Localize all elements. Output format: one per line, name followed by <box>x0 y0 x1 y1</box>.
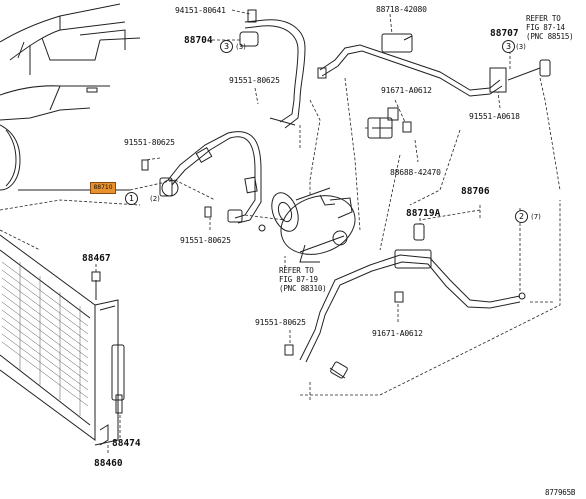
compressor-icon <box>271 187 356 263</box>
suction-pipe-88706-icon <box>284 223 526 379</box>
highlight-callout-88710[interactable]: 88710 <box>90 182 116 194</box>
paren-3-marker: (3) <box>236 43 246 51</box>
valve-88688-icon <box>367 107 412 139</box>
circle-1-marker: 1 <box>125 192 138 205</box>
paren-3b-marker: (3) <box>516 43 526 51</box>
refer-note-2-line1: REFER TO <box>279 266 314 275</box>
pipe-88707-icon <box>317 33 551 97</box>
label-88706[interactable]: 88706 <box>461 186 490 197</box>
discharge-hose-icon <box>141 131 266 232</box>
label-88688-42470[interactable]: 88688-42470 <box>390 168 441 177</box>
label-91551-a0618[interactable]: 91551-A0618 <box>469 112 520 121</box>
label-88460[interactable]: 88460 <box>94 458 123 469</box>
label-88707[interactable]: 88707 <box>490 28 519 39</box>
label-91551-80625-mid[interactable]: 91551-80625 <box>180 236 231 245</box>
refer-note-1-line1: REFER TO <box>526 14 561 23</box>
label-88704[interactable]: 88704 <box>184 35 213 46</box>
label-91551-80625-top[interactable]: 91551-80625 <box>229 76 280 85</box>
label-88474[interactable]: 88474 <box>112 438 141 449</box>
refer-note-1-line2: FIG 87-14 <box>526 23 565 32</box>
hose-88704-icon <box>220 9 306 129</box>
label-91551-80625-bottom[interactable]: 91551-80625 <box>255 318 306 327</box>
refer-note-2-line2: FIG 87-19 <box>279 275 318 284</box>
circle-3-marker: 3 <box>220 40 233 53</box>
car-silhouette-icon <box>0 3 141 191</box>
label-88719a[interactable]: 88719A <box>406 208 441 219</box>
paren-2-marker: (2) <box>150 195 160 203</box>
circle-2-marker: 2 <box>515 210 528 223</box>
circle-3b-marker: 3 <box>502 40 515 53</box>
label-91671-a0612-top[interactable]: 91671-A0612 <box>381 86 432 95</box>
label-91671-a0612-bottom[interactable]: 91671-A0612 <box>372 329 423 338</box>
label-88467[interactable]: 88467 <box>82 253 111 264</box>
paren-7-marker: (7) <box>531 213 541 221</box>
label-88718-42080[interactable]: 88718-42080 <box>376 5 427 14</box>
diagram-code: 877965B <box>545 488 576 497</box>
label-91551-80625-left[interactable]: 91551-80625 <box>124 138 175 147</box>
refer-note-1-line3: (PNC 88515) <box>526 32 574 41</box>
condenser-icon <box>0 234 125 446</box>
label-94151-80641[interactable]: 94151-80641 <box>175 6 226 15</box>
refer-note-2-line3: (PNC 88310) <box>279 284 327 293</box>
